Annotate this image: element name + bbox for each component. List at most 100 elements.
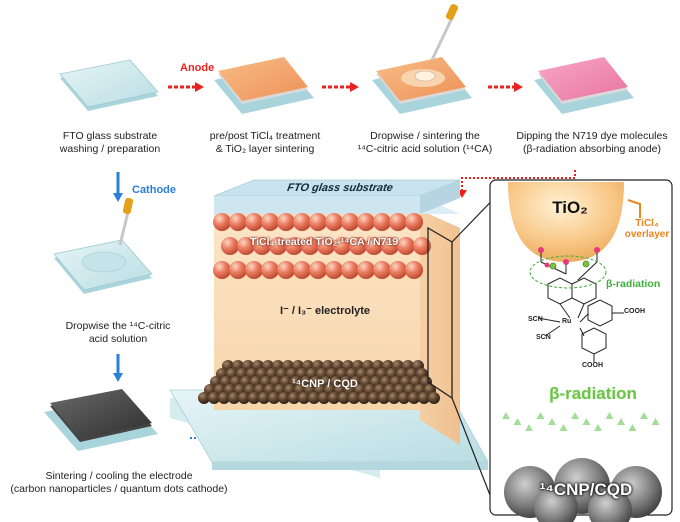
beta-arrow-head xyxy=(582,418,591,425)
carbon-sphere xyxy=(208,392,220,404)
tio2-sphere xyxy=(373,261,391,279)
tio2-plate xyxy=(214,57,314,114)
carbon-sphere xyxy=(198,392,210,404)
carbon-sphere xyxy=(388,392,400,404)
tio2-sphere-layer xyxy=(213,213,431,279)
tio2-sphere xyxy=(237,237,255,255)
tio2-sphere xyxy=(229,213,247,231)
step2-line2: & TiO₂ layer sintering xyxy=(215,143,315,155)
tio2-sphere xyxy=(341,213,359,231)
step1-caption: FTO glass substrate washing / preparatio… xyxy=(40,130,180,156)
carbon-sphere xyxy=(268,392,280,404)
tio2-sphere xyxy=(373,213,391,231)
step1-line1: FTO glass substrate xyxy=(62,130,158,142)
tio2-sphere xyxy=(405,261,423,279)
carbon-cathode-plate xyxy=(44,389,158,451)
carbon-sphere xyxy=(428,392,440,404)
tio2-sphere xyxy=(413,237,431,255)
tio2-sphere xyxy=(245,261,263,279)
step3-caption: Dropwise / sintering the ¹⁴C-citric acid… xyxy=(350,130,500,156)
tio2-sphere xyxy=(397,237,415,255)
step3-line2: ¹⁴C-citric acid solution (¹⁴CA) xyxy=(357,143,493,155)
tio2-sphere xyxy=(277,261,295,279)
carbon-sphere xyxy=(258,392,270,404)
carbon-sphere xyxy=(318,392,330,404)
anode-arrow-3 xyxy=(488,82,523,92)
inset-overlayer-label: TiCl₄ overlayer xyxy=(623,218,671,240)
inset-beta-small: β-radiation xyxy=(606,278,661,290)
tio2-sphere xyxy=(309,213,327,231)
beta-arrow-head xyxy=(525,424,533,431)
tio2-sphere xyxy=(381,237,399,255)
tio2-sphere xyxy=(285,237,303,255)
tio2-sphere xyxy=(213,213,231,231)
tio2-sphere xyxy=(317,237,335,255)
cathode-pipette-icon xyxy=(118,197,134,246)
anode-arrow-2 xyxy=(322,82,359,92)
cathode-step1-line2: acid solution xyxy=(88,333,148,345)
tio2-sphere xyxy=(213,261,231,279)
carbon-sphere xyxy=(248,392,260,404)
step1-line2: washing / preparation xyxy=(59,143,161,155)
carbon-sphere xyxy=(378,392,390,404)
tio2-sphere xyxy=(269,237,287,255)
cathode-step2-line1: Sintering / cooling the electrode xyxy=(45,470,193,482)
tio2-sphere xyxy=(221,237,239,255)
carbon-sphere xyxy=(238,392,250,404)
anode-arrow-1 xyxy=(168,82,204,92)
cathode-label: Cathode xyxy=(132,184,176,196)
beta-arrow-head xyxy=(571,412,579,419)
tio2-sphere xyxy=(245,213,263,231)
cell-cathode-label: ¹⁴CNP / CQD xyxy=(292,378,358,390)
tio2-sphere xyxy=(341,261,359,279)
tio2-sphere xyxy=(389,213,407,231)
cathode-step1-line1: Dropwise the ¹⁴C-citric xyxy=(65,320,171,332)
carbon-sphere xyxy=(398,392,410,404)
cathode-arrow-2 xyxy=(113,354,123,382)
step3-line1: Dropwise / sintering the xyxy=(370,130,480,142)
beta-arrow-head xyxy=(605,412,614,419)
cathode-arrow-1 xyxy=(113,172,123,202)
fto-glass-plate xyxy=(59,59,159,111)
citric-acid-plate xyxy=(372,57,472,114)
carbon-sphere xyxy=(358,392,370,404)
carbon-sphere xyxy=(288,392,300,404)
beta-arrow-head xyxy=(617,418,625,425)
step2-line1: pre/post TiCl₄ treatment xyxy=(209,130,321,142)
tio2-sphere xyxy=(261,261,279,279)
tio2-sphere xyxy=(349,237,367,255)
inset-tio2-label: TiO₂ xyxy=(552,198,588,217)
tio2-sphere xyxy=(309,261,327,279)
step4-caption: Dipping the N719 dye molecules (β-radiat… xyxy=(506,130,678,156)
tio2-sphere xyxy=(325,261,343,279)
carbon-sphere xyxy=(368,392,380,404)
cathode-step1-caption: Dropwise the ¹⁴C-citric acid solution xyxy=(38,320,198,346)
carbon-sphere xyxy=(408,392,420,404)
carbon-sphere xyxy=(298,392,310,404)
tio2-sphere xyxy=(293,213,311,231)
carbon-sphere xyxy=(418,392,430,404)
cathode-step2-line2: (carbon nanoparticles / quantum dots cat… xyxy=(10,483,228,495)
tio2-sphere xyxy=(301,237,319,255)
ru-label: Ru xyxy=(562,318,572,325)
beta-arrow-head xyxy=(548,418,556,425)
carbon-sphere xyxy=(348,392,360,404)
overlayer-line1: TiCl₄ xyxy=(635,218,659,229)
tio2-sphere xyxy=(253,237,271,255)
inset-bottom-label: ¹⁴CNP/CQD xyxy=(539,480,633,499)
tio2-sphere xyxy=(229,261,247,279)
overlayer-bracket xyxy=(627,199,641,218)
beta-dashed-halo xyxy=(529,255,607,289)
pipette-icon xyxy=(430,4,459,61)
tio2-sphere xyxy=(261,213,279,231)
step4-line2: (β-radiation absorbing anode) xyxy=(523,143,661,155)
carbon-sphere xyxy=(218,392,230,404)
inset-carbon-particles xyxy=(504,458,662,522)
tio2-sphere xyxy=(325,213,343,231)
cathode-drop-plate xyxy=(53,239,153,294)
cooh2-label: COOH xyxy=(582,362,603,369)
step4-line1: Dipping the N719 dye molecules xyxy=(516,130,668,142)
inset-panel xyxy=(489,179,673,516)
tio2-sphere xyxy=(293,261,311,279)
